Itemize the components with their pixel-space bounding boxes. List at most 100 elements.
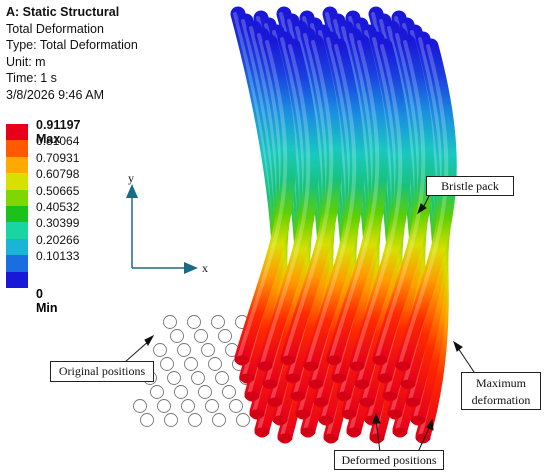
original-position-circle [167,371,181,385]
bristle-tip [331,373,347,383]
bristle-tip [377,373,393,383]
original-position-circle [174,385,188,399]
bristle-tip [277,433,293,443]
bristle-tip [392,427,408,437]
bristle-tube [395,38,457,372]
bristle-tip [280,355,296,365]
callout-maximum-deformation: Maximum deformation [461,372,541,410]
bristle-highlight [260,44,311,366]
legend-swatch [6,173,28,190]
bristle-pack-model[interactable] [230,6,457,444]
y-axis-arrow-icon [126,184,138,198]
bristle-tip [313,397,329,407]
bristle-tube [280,34,342,366]
original-position-circle [157,399,171,413]
legend-value: 0.50665 [36,183,80,198]
bristle-tip [369,433,385,443]
original-position-circle [211,315,225,329]
callout-original-positions: Original positions [50,361,154,382]
y-axis-label: y [128,171,134,185]
original-position-circle [140,413,154,427]
x-axis-label: x [202,261,208,275]
bristle-tip [372,355,388,365]
bristle-tip [254,427,270,437]
original-position-circle [198,385,212,399]
bristle-tip [415,433,431,443]
result-name: Total Deformation [6,21,104,36]
bristle-tip [341,409,357,419]
original-position-circle [205,399,219,413]
original-position-circle [201,343,215,357]
bristle-highlight [306,44,357,366]
bristle-tip [272,415,288,425]
bristle-tip [249,409,265,419]
legend-value: 0.40532 [36,199,80,214]
bristle-tip [267,397,283,407]
original-position-circle [229,399,243,413]
original-position-circle [208,357,222,371]
bristle-tip [300,427,316,437]
original-position-circle [187,315,201,329]
bristle-tip [387,409,403,419]
original-position-circle [150,385,164,399]
bristle-tip [234,355,250,365]
callout-deformed-positions: Deformed positions [334,450,444,470]
bristle-tip [346,427,362,437]
bristle-tube [303,38,365,372]
original-position-circle [163,315,177,329]
bristle-tip [349,361,365,371]
bristle-tip [382,391,398,401]
bristle-highlight [237,40,288,360]
bristle-highlight [398,44,449,366]
original-position-circle [215,371,229,385]
legend-swatch [6,156,28,174]
original-position-circle [160,357,174,371]
bristle-tip [405,397,421,407]
result-date: 3/8/2026 9:46 AM [6,87,104,102]
bristle-tip [290,391,306,401]
bristle-tip [354,379,370,389]
original-position-circle [191,371,205,385]
bristle-highlight [329,40,380,360]
result-type: Type: Total Deformation [6,38,138,52]
bristle-tip [257,361,273,371]
bristle-tip [285,373,301,383]
original-position-circle [177,343,191,357]
legend-min-label: 0 Min [36,287,58,315]
legend-value: 0.20266 [36,232,80,247]
bristle-tip [359,397,375,407]
original-position-circle [153,343,167,357]
legend-value: 0.60798 [36,167,80,182]
bristle-tube [234,34,296,366]
legend-value: 0.81064 [36,134,80,149]
bristle-highlight [283,40,334,360]
bristle-tip [410,415,426,425]
bristle-tip [336,391,352,401]
bristle-tube [326,34,388,366]
bristle-tip [308,379,324,389]
bristle-tube [349,38,411,372]
coordinate-triad [126,184,198,274]
bristle-tip [303,361,319,371]
original-position-circle [236,413,250,427]
legend-swatch [6,205,28,223]
original-position-circle [194,329,208,343]
original-position-circle [164,413,178,427]
original-position-circle [181,399,195,413]
bristle-tip [295,409,311,419]
analysis-title: A: Static Structural [6,5,120,19]
original-position-circle [184,357,198,371]
result-time: Time: 1 s [6,71,57,85]
original-position-circle [170,329,184,343]
legend-swatch [6,222,28,239]
legend-max-label: 0.91197 Max [36,118,81,146]
bristle-tip [323,433,339,443]
legend-swatch [6,140,28,157]
bristle-tip [318,415,334,425]
legend-value: 0.10133 [36,249,80,264]
result-unit: Unit: m [6,54,46,69]
legend-swatch [6,124,28,141]
bristle-tube [372,34,434,366]
bristle-tip [239,373,255,383]
